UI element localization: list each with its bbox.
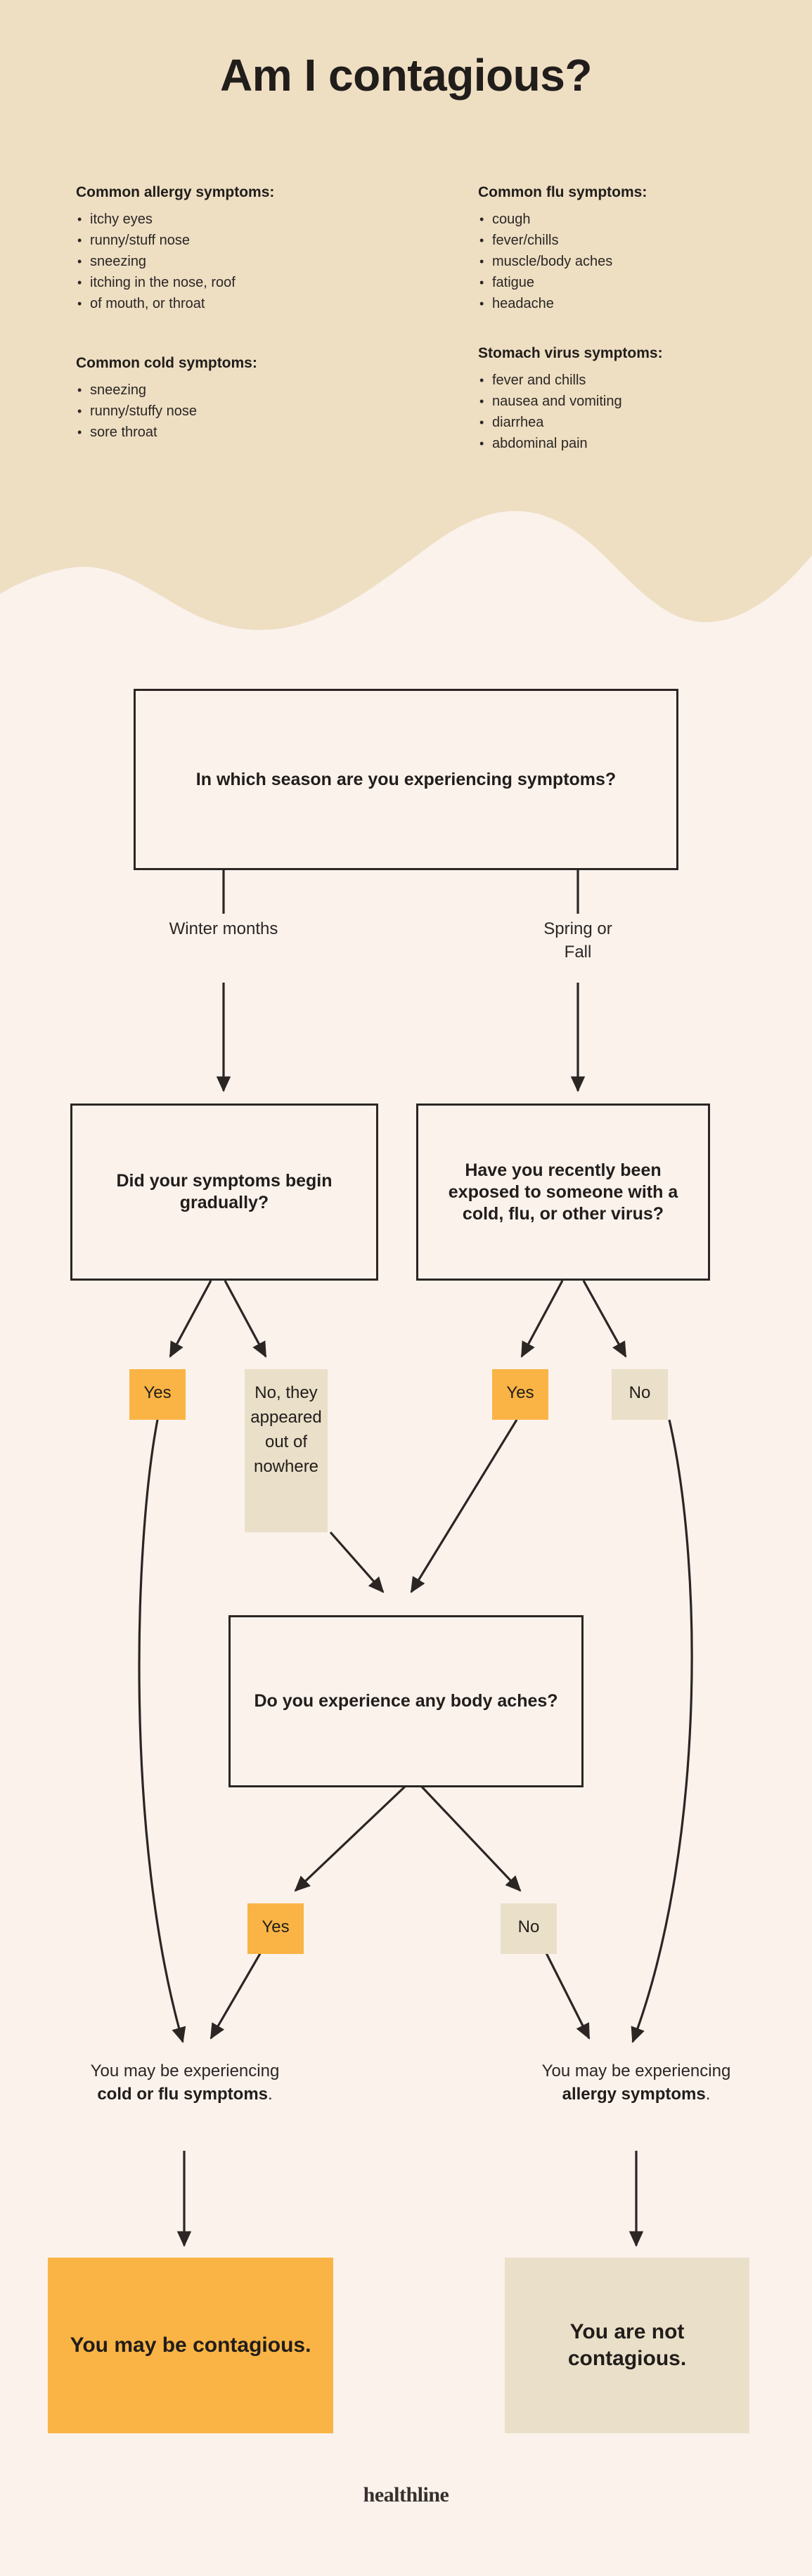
answer-chip-yes-aches-label: Yes — [262, 1917, 290, 1936]
answer-chip-no-aches[interactable]: No — [501, 1903, 557, 1954]
branch-label-spring-fall-text: Spring or Fall — [543, 919, 612, 962]
answer-chip-no-exposure-label: No — [629, 1383, 651, 1402]
connector-q2right-to-no — [582, 1280, 627, 1358]
conclusion-cold-flu-bold: cold or flu symptoms — [97, 2085, 269, 2104]
conclusion-allergy-prefix: You may be experiencing — [541, 2062, 731, 2080]
result-box-not-contagious[interactable]: You are not contagious. — [505, 2258, 749, 2433]
connector-yesright-to-q3 — [410, 1419, 518, 1593]
answer-chip-no-exposure[interactable]: No — [612, 1369, 668, 1420]
list-item: fever and chills — [478, 370, 773, 391]
connector-q2left-to-no — [224, 1280, 267, 1358]
list-item: cough — [478, 209, 773, 230]
list-item: diarrhea — [478, 412, 773, 433]
symptom-heading-cold: Common cold symptoms: — [76, 355, 257, 371]
symptom-block-cold: Common cold symptoms: sneezing runny/stu… — [76, 355, 413, 443]
answer-chip-yes-gradual[interactable]: Yes — [129, 1369, 186, 1420]
connector-yesleft-to-cold-flu — [138, 1419, 186, 2043]
list-item-continuation: of mouth, or throat — [76, 293, 413, 314]
question-box-gradual[interactable]: Did your symptoms begin gradually? — [70, 1103, 378, 1281]
page-title: Am I contagious? — [220, 50, 592, 101]
result-box-not-contagious-label: You are not contagious. — [567, 2320, 687, 2370]
symptom-list-cold: sneezing runny/stuffy nose sore throat — [76, 380, 413, 443]
answer-chip-yes-exposure-label: Yes — [506, 1383, 534, 1402]
list-item: sneezing — [76, 251, 413, 272]
branch-label-winter: Winter months — [167, 917, 280, 940]
list-item: nausea and vomiting — [478, 391, 773, 412]
conclusion-allergy-suffix: . — [705, 2085, 711, 2104]
list-item: headache — [478, 293, 773, 314]
list-item: abdominal pain — [478, 433, 773, 454]
answer-chip-yes-aches[interactable]: Yes — [247, 1903, 304, 1954]
list-item: sore throat — [76, 422, 413, 443]
connector-noright-to-allergy — [631, 1419, 693, 2043]
list-item: runny/stuff nose — [76, 230, 413, 251]
conclusion-cold-flu: You may be experiencing cold or flu symp… — [83, 2059, 287, 2106]
question-box-gradual-label: Did your symptoms begin gradually? — [116, 1171, 333, 1212]
healthline-logo: healthline — [363, 2483, 449, 2506]
symptom-column-right: Common flu symptoms: cough fever/chills … — [478, 184, 773, 495]
list-item: fatigue — [478, 272, 773, 293]
conclusion-cold-flu-suffix: . — [268, 2085, 273, 2104]
connector-q3-to-yes — [294, 1784, 408, 1892]
question-box-exposure-label: Have you recently been exposed to someon… — [448, 1160, 678, 1224]
connector-q2left-to-yes — [169, 1280, 212, 1358]
question-box-season-label: In which season are you experiencing sym… — [195, 769, 617, 789]
list-item: sneezing — [76, 380, 413, 401]
symptom-heading-flu: Common flu symptoms: — [478, 184, 647, 200]
symptom-list-allergy: itchy eyes runny/stuff nose sneezing itc… — [76, 209, 413, 314]
question-box-exposure[interactable]: Have you recently been exposed to someon… — [416, 1103, 710, 1281]
symptom-column-left: Common allergy symptoms: itchy eyes runn… — [76, 184, 413, 484]
symptom-list-stomach: fever and chills nausea and vomiting dia… — [478, 370, 773, 454]
answer-chip-yes-gradual-label: Yes — [143, 1383, 172, 1402]
result-box-contagious[interactable]: You may be contagious. — [48, 2258, 333, 2433]
symptom-heading-stomach: Stomach virus symptoms: — [478, 345, 663, 361]
symptom-list-flu: cough fever/chills muscle/body aches fat… — [478, 209, 773, 314]
conclusion-allergy-bold: allergy symptoms — [562, 2085, 706, 2104]
answer-chip-no-gradual[interactable]: No, they appeared out of nowhere — [245, 1369, 328, 1532]
branch-label-spring-fall: Spring or Fall — [529, 917, 627, 964]
connector-q2right-to-yes — [520, 1280, 564, 1358]
conclusion-cold-flu-prefix: You may be experiencing — [90, 2062, 280, 2080]
symptom-block-allergy: Common allergy symptoms: itchy eyes runn… — [76, 184, 413, 314]
wave-divider-shape — [0, 0, 812, 630]
question-box-body-aches-label: Do you experience any body aches? — [254, 1691, 558, 1711]
header-band: Am I contagious? Common allergy symptoms… — [0, 0, 812, 633]
list-item: fever/chills — [478, 230, 773, 251]
list-item: runny/stuffy nose — [76, 401, 413, 422]
answer-chip-yes-exposure[interactable]: Yes — [492, 1369, 548, 1420]
answer-chip-no-gradual-label: No, they appeared out of nowhere — [250, 1383, 322, 1476]
conclusion-allergy: You may be experiencing allergy symptoms… — [534, 2059, 738, 2106]
symptom-block-stomach: Stomach virus symptoms: fever and chills… — [478, 345, 773, 454]
symptom-block-flu: Common flu symptoms: cough fever/chills … — [478, 184, 773, 314]
list-item: itchy eyes — [76, 209, 413, 230]
answer-chip-no-aches-label: No — [517, 1917, 540, 1936]
connector-q3-to-no — [419, 1784, 522, 1892]
result-box-contagious-label: You may be contagious. — [70, 2334, 311, 2357]
question-box-season[interactable]: In which season are you experiencing sym… — [134, 689, 678, 870]
branch-label-winter-text: Winter months — [169, 919, 278, 938]
symptom-heading-allergy: Common allergy symptoms: — [76, 184, 275, 200]
connector-noappeared-to-q3 — [329, 1531, 385, 1593]
list-item: itching in the nose, roof — [76, 272, 413, 293]
list-item: muscle/body aches — [478, 251, 773, 272]
question-box-body-aches[interactable]: Do you experience any body aches? — [228, 1615, 584, 1787]
